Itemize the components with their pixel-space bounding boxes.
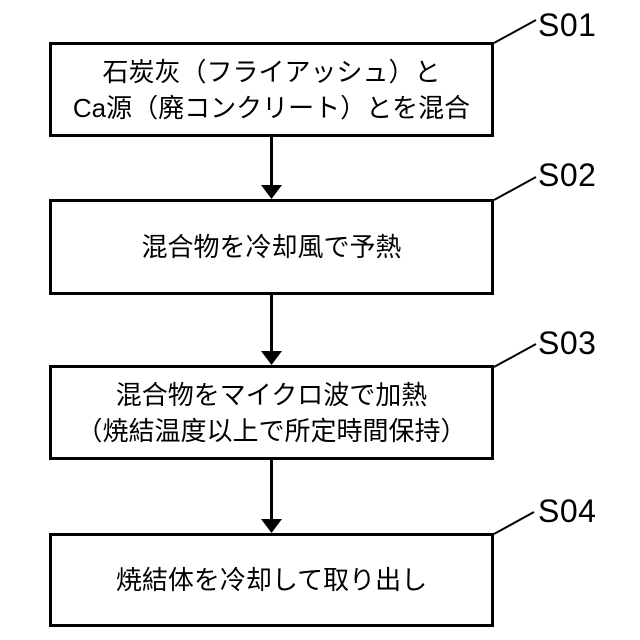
step-text-line: 混合物を冷却風で予熱 [141,232,402,262]
step-box-s04: 焼結体を冷却して取り出し [49,533,494,627]
flow-arrow-1 [261,135,282,199]
leader-line-s01 [493,19,537,44]
leader-line-s04 [493,511,535,535]
arrow-head-down-icon [261,519,282,533]
flow-arrow-3 [261,458,282,533]
leader-line-s03 [493,343,537,368]
step-label-s01: S01 [538,7,597,43]
step-label-s04: S04 [538,493,597,529]
step-text-line: Ca源（廃コンクリート）とを混合 [72,92,471,123]
arrow-head-down-icon [261,351,282,365]
flow-arrow-2 [261,293,282,365]
step-text-line: 混合物をマイクロ波で加熱 [115,379,428,410]
step-box-s02: 混合物を冷却風で予熱 [49,199,494,295]
step-text-line: （焼結温度以上で所定時間保持） [76,415,467,446]
step-box-s01: 石炭灰（フライアッシュ）と Ca源（廃コンクリート）とを混合 [49,42,494,137]
step-label-s03: S03 [538,325,597,361]
step-label-s02: S02 [538,157,597,193]
step-box-s03: 混合物をマイクロ波で加熱 （焼結温度以上で所定時間保持） [49,365,494,460]
leader-line-s02 [493,176,537,201]
step-text-line: 焼結体を冷却して取り出し [115,565,428,595]
step-text-line: 石炭灰（フライアッシュ）と [102,56,441,87]
arrow-head-down-icon [261,185,282,199]
